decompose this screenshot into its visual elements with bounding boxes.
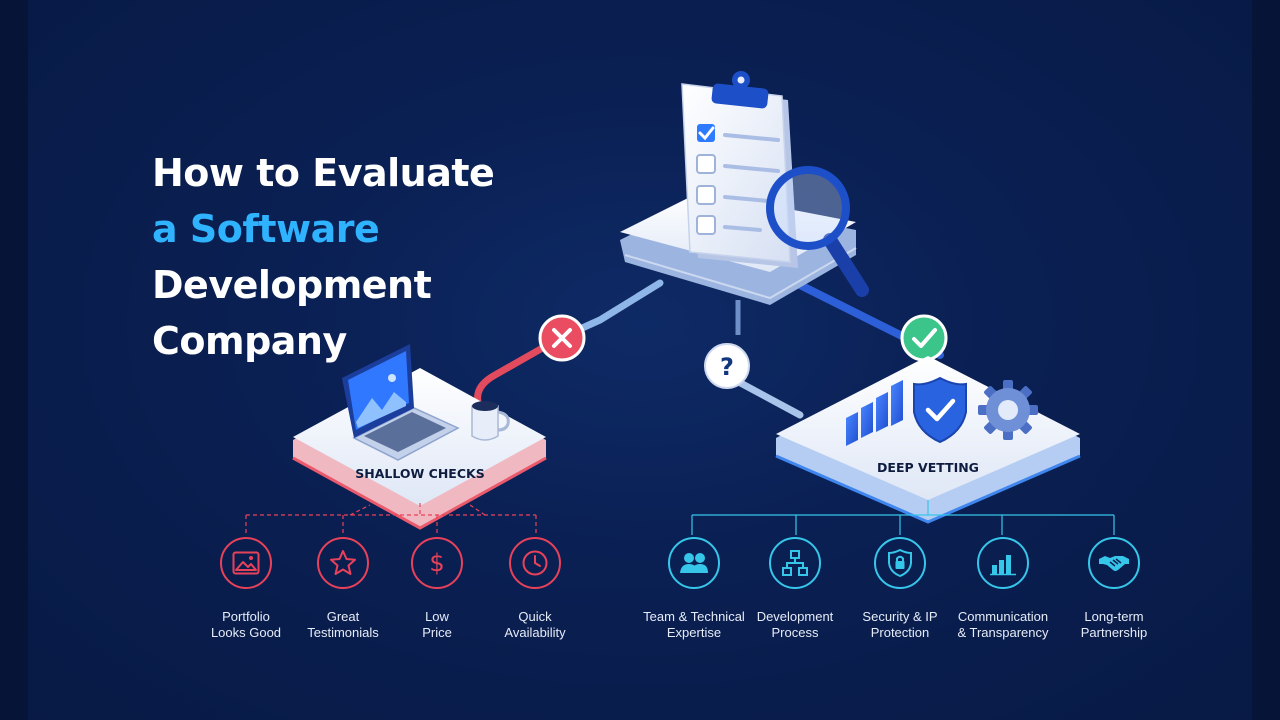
shallow-tree-lines — [245, 503, 537, 535]
deep-item-label: Communication & Transparency — [957, 609, 1049, 640]
handshake-icon — [1088, 537, 1140, 589]
deep-item-label: Long-term Partnership — [1080, 609, 1148, 640]
dollar-icon: $ — [411, 537, 463, 589]
clock-icon — [509, 537, 561, 589]
title-line-4: Company — [152, 319, 347, 363]
shallow-item-testimonials: Great Testimonials — [283, 537, 403, 641]
image-icon — [220, 537, 272, 589]
connector-middle — [731, 300, 804, 419]
x-icon — [538, 314, 586, 362]
shallow-item-label: Quick Availability — [504, 609, 566, 640]
shallow-item-price: $ Low Price — [377, 537, 497, 641]
question-icon: ? — [704, 343, 750, 389]
page-title: How to Evaluate a Software Development C… — [152, 145, 495, 369]
mug-icon — [471, 401, 510, 441]
deep-item-security: Security & IP Protection — [840, 537, 960, 641]
star-icon — [317, 537, 369, 589]
deep-item-communication: Communication & Transparency — [943, 537, 1063, 641]
bar-chart-icon — [846, 380, 903, 446]
shield-icon — [913, 376, 967, 444]
title-line-1: How to Evaluate — [152, 151, 495, 195]
shallow-item-label: Great Testimonials — [307, 609, 379, 640]
shallow-item-availability: Quick Availability — [475, 537, 595, 641]
gear-icon — [978, 380, 1038, 440]
title-line-2: a Software — [152, 207, 380, 251]
background-panel — [28, 0, 1252, 720]
hierarchy-icon — [769, 537, 821, 589]
deep-item-partnership: Long-term Partnership — [1054, 537, 1174, 641]
title-line-3: Development — [152, 263, 432, 307]
deep-item-label: Development Process — [756, 609, 834, 640]
shield-lock-icon — [874, 537, 926, 589]
svg-text:?: ? — [720, 353, 734, 381]
shallow-item-label: Low Price — [422, 609, 452, 640]
magnifier-icon — [766, 166, 869, 297]
check-icon — [900, 314, 948, 362]
svg-text:$: $ — [429, 549, 444, 577]
laptop-icon — [342, 344, 460, 461]
deep-item-label: Security & IP Protection — [862, 609, 938, 640]
deep-vetting-label: DEEP VETTING — [877, 460, 979, 475]
bar-chart-icon — [977, 537, 1029, 589]
shallow-checks-label: SHALLOW CHECKS — [355, 466, 484, 481]
shallow-item-portfolio: Portfolio Looks Good — [186, 537, 306, 641]
shallow-item-label: Portfolio Looks Good — [210, 609, 282, 640]
deep-item-label: Team & Technical Expertise — [643, 609, 745, 640]
deep-platform — [775, 356, 1081, 524]
deep-tree-lines — [691, 500, 1115, 535]
deep-item-process: Development Process — [735, 537, 855, 641]
team-icon — [668, 537, 720, 589]
deep-item-team: Team & Technical Expertise — [634, 537, 754, 641]
